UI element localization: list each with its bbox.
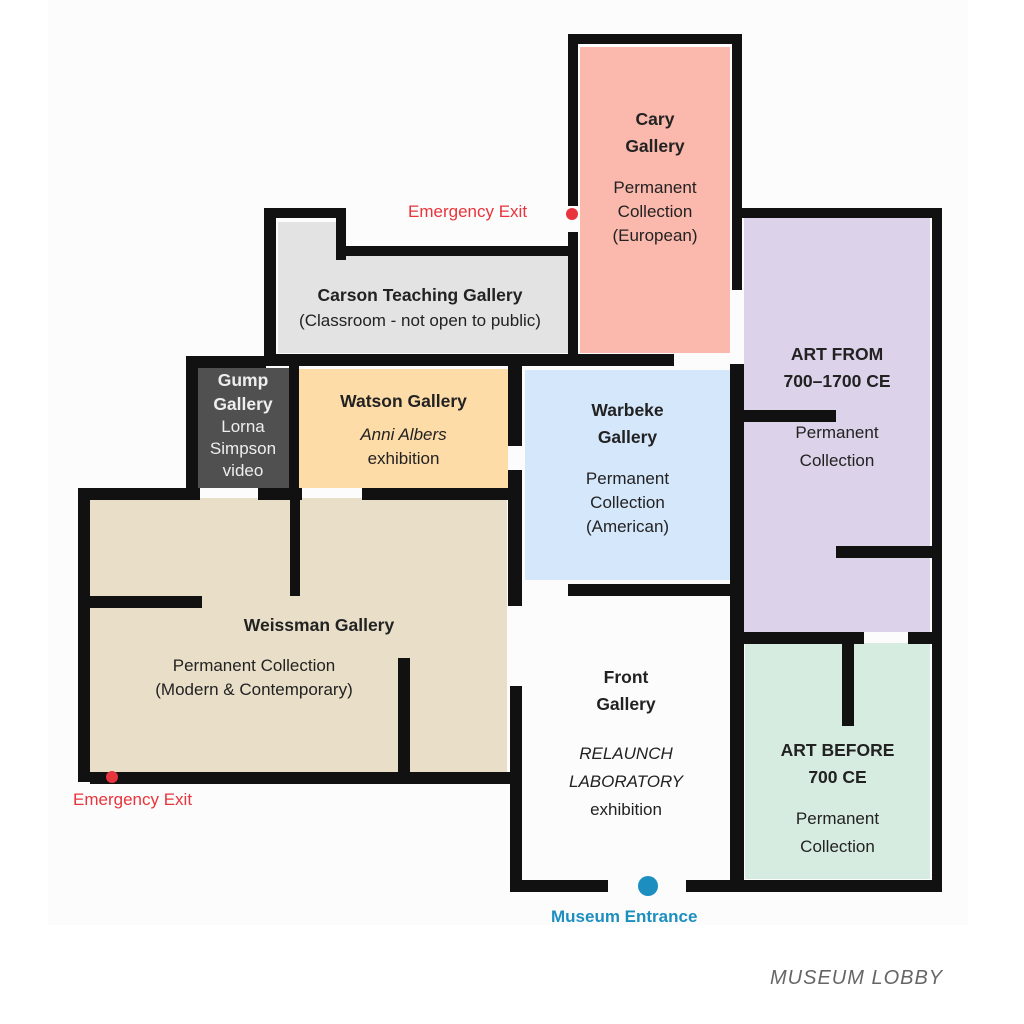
wall	[186, 356, 266, 368]
watson-gallery-room[interactable]	[299, 369, 508, 488]
wall	[264, 208, 276, 358]
weissman-sub-2: (Modern & Contemporary)	[155, 680, 353, 699]
wall	[510, 880, 608, 892]
wall	[186, 356, 198, 490]
wall	[568, 232, 578, 354]
wall	[398, 658, 410, 782]
art-before-700-sub-1: Permanent	[795, 809, 880, 828]
carson-gallery-label: Carson Teaching Gallery (Classroom - not…	[278, 282, 562, 333]
wall	[744, 632, 864, 644]
wall	[290, 490, 300, 596]
wall	[90, 596, 202, 608]
museum-entrance-label: Museum Entrance	[551, 907, 698, 926]
watson-sub: exhibition	[367, 449, 440, 468]
wall	[264, 354, 674, 366]
watson-sub-italic: Anni Albers	[360, 425, 447, 444]
art-700-1700-label: ART FROM 700–1700 CE Permanent Collectio…	[744, 341, 930, 475]
wall	[336, 246, 576, 256]
gump-sub-2: Simpson	[209, 439, 277, 458]
wall	[508, 470, 522, 606]
wall	[908, 632, 938, 644]
warbeke-sub-2: Collection	[590, 493, 665, 512]
wall	[78, 488, 90, 782]
art-before-700-title-1: ART BEFORE	[780, 740, 895, 760]
cary-sub-3: (European)	[612, 226, 698, 245]
art-before-700-title-2: 700 CE	[808, 767, 867, 787]
warbeke-gallery-room[interactable]	[525, 370, 730, 580]
emergency-exit-top-marker	[566, 208, 578, 220]
front-title-1: Front	[603, 667, 649, 687]
art-700-1700-sub-1: Permanent	[795, 423, 879, 442]
wall	[744, 410, 836, 422]
wall	[568, 584, 742, 596]
art-700-1700-title-2: 700–1700 CE	[783, 371, 891, 391]
wall	[568, 34, 742, 44]
cary-gallery-label: Cary Gallery Permanent Collection (Europ…	[580, 106, 730, 248]
gump-title-2: Gallery	[213, 394, 273, 414]
art-700-1700-room[interactable]	[744, 217, 930, 632]
art-700-1700-title-1: ART FROM	[790, 344, 884, 364]
front-sub-italic-2: LABORATORY	[569, 772, 683, 791]
cary-gallery-room[interactable]	[580, 47, 730, 353]
dotted-door-marker	[572, 305, 576, 341]
emergency-exit-bottom-label: Emergency Exit	[73, 790, 193, 809]
weissman-title: Weissman Gallery	[243, 615, 395, 635]
wall	[78, 488, 200, 500]
gump-gallery-label: Gump Gallery Lorna Simpson video	[197, 368, 289, 482]
wall	[732, 208, 942, 218]
weissman-sub-1: Permanent Collection	[172, 656, 336, 675]
wall	[730, 634, 744, 880]
weissman-gallery-label: Weissman Gallery	[100, 612, 538, 639]
gump-sub-1: Lorna	[221, 417, 265, 436]
wall	[842, 636, 854, 726]
cary-sub-1: Permanent	[613, 178, 697, 197]
watson-gallery-label: Watson Gallery Anni Albers exhibition	[299, 388, 508, 471]
cary-title-1: Cary	[635, 109, 675, 129]
emergency-exit-top-label: Emergency Exit	[408, 202, 528, 221]
gump-sub-3: video	[222, 461, 264, 480]
wall	[510, 686, 522, 892]
gump-gallery-room[interactable]	[197, 368, 289, 488]
warbeke-title-2: Gallery	[597, 427, 658, 447]
wall	[686, 880, 942, 892]
museum-lobby-label: MUSEUM LOBBY	[770, 967, 944, 989]
front-title-2: Gallery	[596, 694, 656, 714]
art-700-1700-sub-2: Collection	[799, 451, 875, 470]
warbeke-sub-3: (American)	[585, 517, 670, 536]
front-sub: exhibition	[590, 800, 662, 819]
gump-title-1: Gump	[217, 370, 269, 390]
art-before-700-sub-2: Collection	[800, 837, 875, 856]
warbeke-gallery-label: Warbeke Gallery Permanent Collection (Am…	[525, 397, 730, 539]
art-before-700-room[interactable]	[745, 643, 930, 879]
carson-sub: (Classroom - not open to public)	[299, 311, 541, 330]
watson-title: Watson Gallery	[340, 391, 467, 411]
cary-sub-2: Collection	[617, 202, 693, 221]
wall	[836, 546, 932, 558]
wall	[289, 366, 299, 490]
front-sub-italic-1: RELAUNCH	[579, 744, 673, 763]
wall	[568, 34, 578, 206]
wall	[90, 772, 522, 784]
wall	[508, 366, 522, 446]
wall	[264, 208, 346, 218]
wall	[362, 488, 518, 500]
emergency-exit-bottom-marker	[106, 771, 118, 783]
wall	[730, 364, 744, 694]
museum-entrance-marker	[638, 876, 658, 896]
wall	[336, 208, 346, 260]
cary-title-2: Gallery	[625, 136, 685, 156]
wall	[932, 208, 942, 890]
wall	[732, 34, 742, 290]
weissman-sub-label: Permanent Collection (Modern & Contempor…	[100, 654, 408, 702]
warbeke-title-1: Warbeke	[591, 400, 664, 420]
art-before-700-label: ART BEFORE 700 CE Permanent Collection	[745, 737, 930, 861]
carson-title: Carson Teaching Gallery	[317, 285, 523, 305]
front-gallery-label: Front Gallery RELAUNCH LABORATORY exhibi…	[522, 664, 730, 824]
warbeke-sub-1: Permanent	[585, 469, 670, 488]
